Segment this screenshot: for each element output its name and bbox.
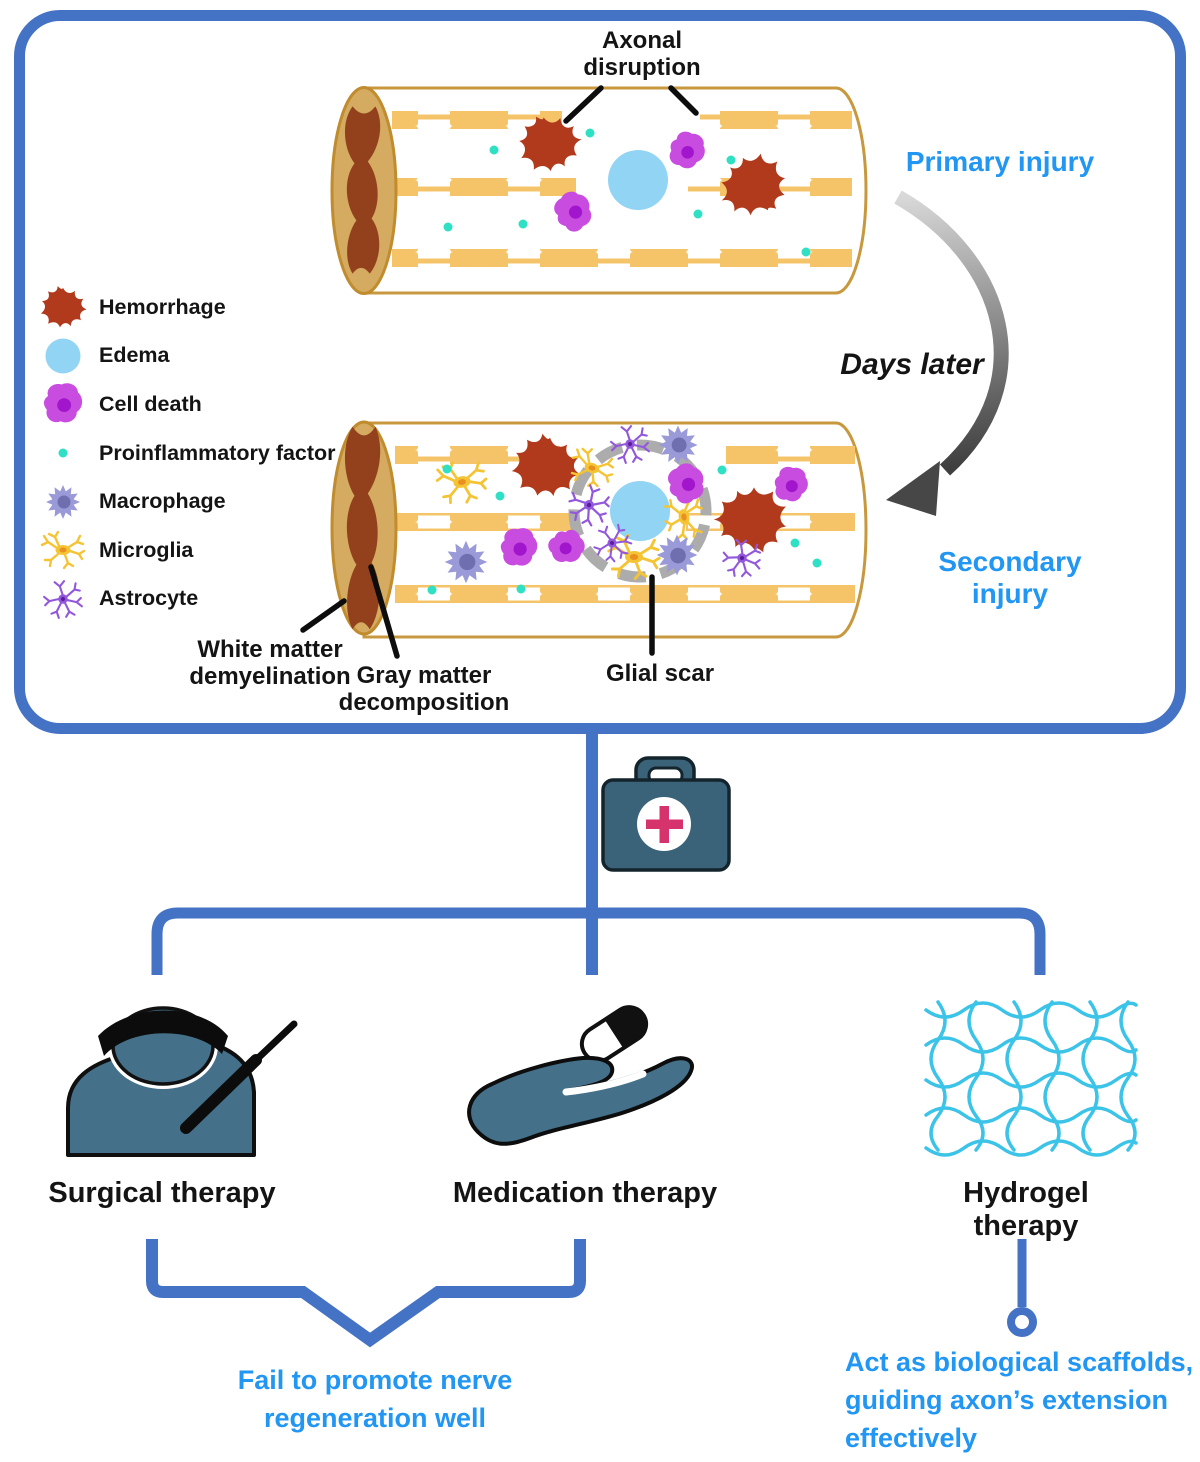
legend-label: Cell death	[99, 391, 202, 416]
hand	[467, 1055, 694, 1146]
primary-injury-cylinder	[330, 85, 868, 295]
axonal-disruption-pointers	[563, 85, 699, 124]
medical-cross	[646, 806, 683, 843]
merge-bracket-line	[146, 1239, 586, 1348]
medication-icon	[467, 1005, 694, 1146]
legend-item-macrophage: Macrophage	[40, 477, 370, 526]
glial-scar-label: Glial scar	[605, 660, 715, 687]
secondary-injury-cylinder	[300, 420, 868, 659]
legend-label: Microglia	[99, 537, 194, 562]
hydrogel-therapy-label: Hydrogel therapy	[963, 1177, 1089, 1242]
axonal-disruption-label: Axonal disruption	[583, 27, 701, 82]
surgical-therapy-label: Surgical therapy	[48, 1177, 276, 1209]
legend-item-proinflammatory: Proinflammatory factor	[40, 429, 370, 478]
legend-label: Macrophage	[99, 489, 226, 514]
axon-rows	[392, 111, 852, 267]
macrophage-icon	[46, 484, 80, 519]
hydrogel-outcome-text: Act as biological scaffolds, guiding axo…	[845, 1347, 1194, 1453]
cell-death-icon	[43, 383, 83, 423]
legend-item-hemorrhage: Hemorrhage	[40, 283, 370, 332]
branch-line	[151, 907, 1046, 975]
astrocyte-icon	[43, 579, 83, 619]
legend: Hemorrhage Edema Cell death Proinflammat…	[40, 283, 370, 623]
hydrogel-pin	[1007, 1307, 1037, 1337]
secondary-pointers	[300, 564, 655, 659]
conventional-outcome-text: Fail to promote nerve regeneration well	[237, 1365, 513, 1433]
legend-label: Astrocyte	[99, 586, 199, 611]
primary-injury-label: Primary injury	[905, 146, 1095, 177]
microglia-icon	[40, 531, 86, 570]
edema-icon	[45, 338, 81, 374]
legend-label: Hemorrhage	[99, 294, 226, 319]
legend-label: Edema	[99, 343, 170, 368]
legend-item-microglia: Microglia	[40, 526, 370, 575]
pill-icon	[579, 1005, 649, 1063]
glial-scar-ring	[568, 439, 712, 583]
days-later-label: Days later	[840, 348, 984, 381]
surgeon-icon	[66, 1003, 298, 1157]
edema	[608, 150, 668, 210]
hydrogel-mesh-icon	[924, 1000, 1138, 1157]
injury-overview-panel	[14, 10, 1186, 734]
gray-matter-label: Gray matter decomposition	[338, 662, 510, 717]
hemorrhage-icon	[40, 286, 86, 328]
legend-item-edema: Edema	[40, 332, 370, 381]
white-matter-label: White matter demyelination	[189, 636, 351, 691]
legend-label: Proinflammatory factor	[99, 440, 336, 465]
legend-item-astrocyte: Astrocyte	[40, 575, 370, 624]
medical-kit-icon	[601, 756, 731, 872]
edema	[610, 481, 670, 541]
secondary-injury-label: Secondary injury	[938, 546, 1082, 609]
medication-therapy-label: Medication therapy	[452, 1177, 718, 1209]
proinflammatory-factor-icon	[58, 448, 68, 458]
legend-item-cell-death: Cell death	[40, 380, 370, 429]
flow-connectors	[146, 732, 1046, 1348]
days-later-arrow	[886, 190, 1009, 516]
